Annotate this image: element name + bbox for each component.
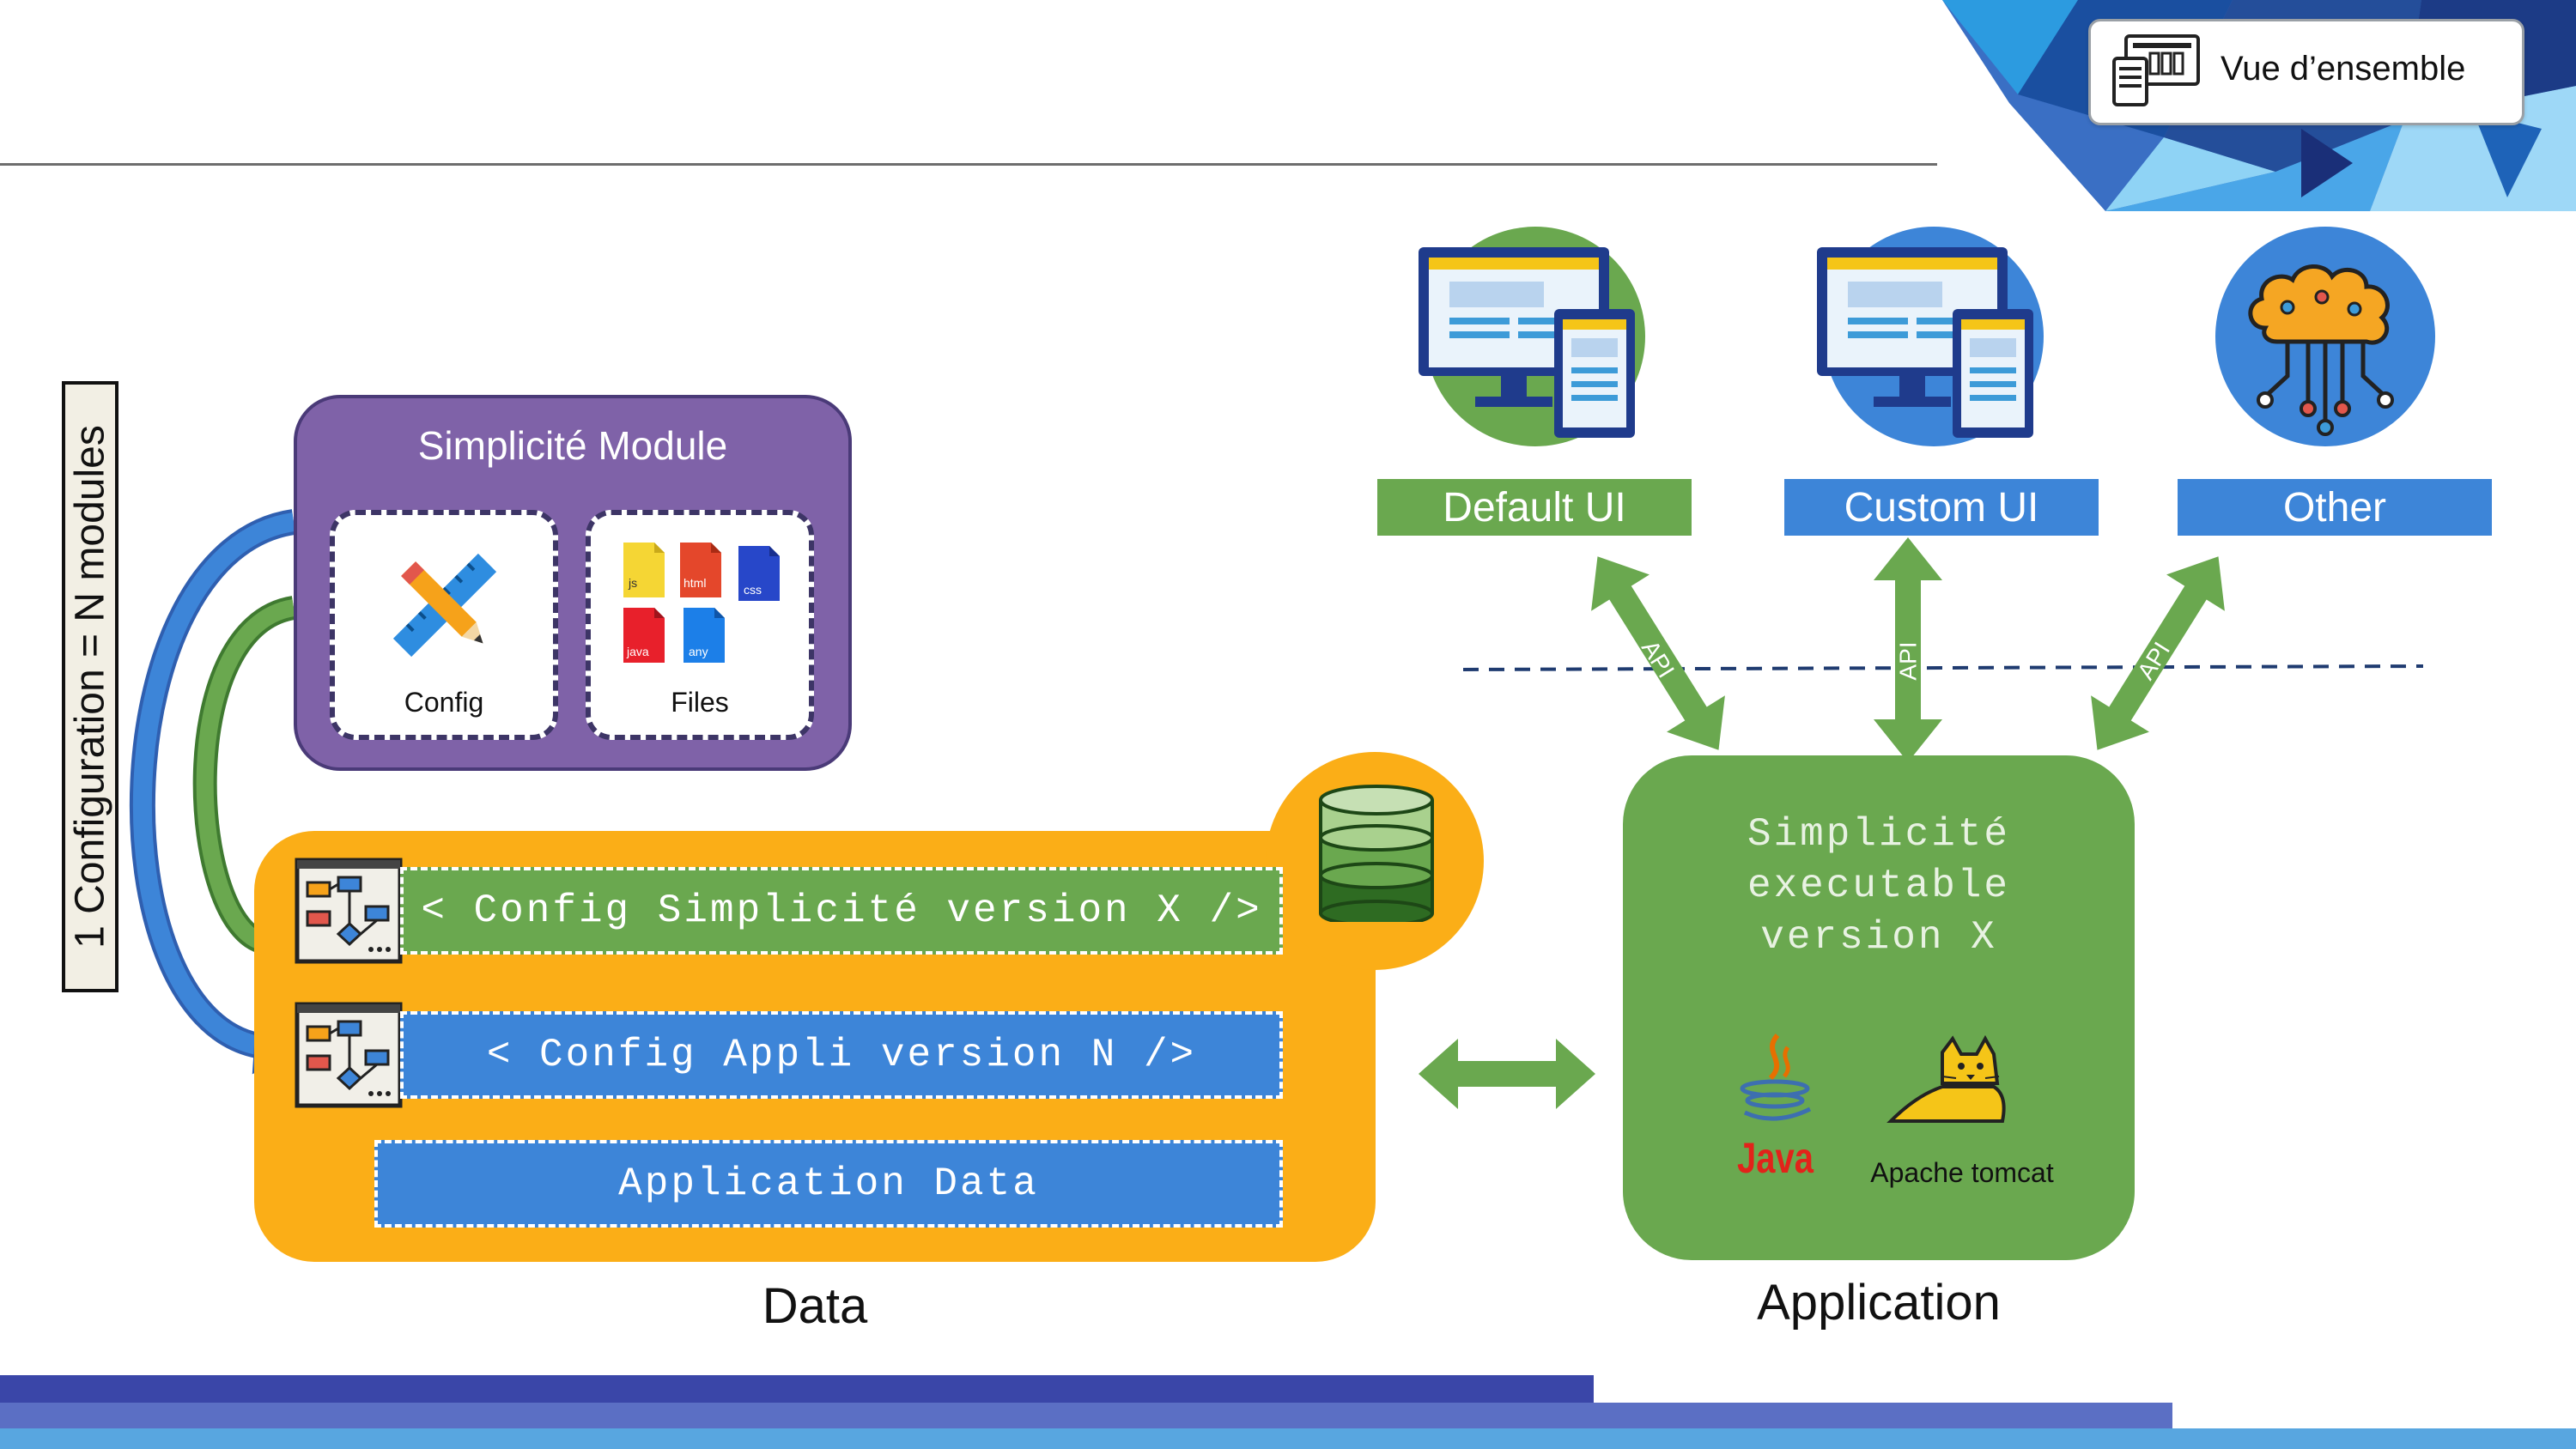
pencil-ruler-icon xyxy=(392,553,497,658)
other-button[interactable]: Other xyxy=(2178,479,2492,536)
data-app-double-arrow xyxy=(1419,1039,1595,1109)
tomcat-label: Apache tomcat xyxy=(1870,1157,2054,1188)
config-simplicite-row[interactable]: < Config Simplicité version X /> xyxy=(400,867,1283,955)
default-ui-button[interactable]: Default UI xyxy=(1377,479,1692,536)
file-any-label: any xyxy=(689,645,708,658)
application-area xyxy=(1623,755,2135,1260)
application-title: Simplicité executable version X xyxy=(1747,812,2011,960)
files-label: Files xyxy=(671,687,729,718)
custom-ui-button[interactable]: Custom UI xyxy=(1784,479,2099,536)
footer-bar-mid xyxy=(0,1403,2172,1428)
tomcat-logo-icon xyxy=(1886,1035,2006,1123)
file-js-label: js xyxy=(628,576,637,590)
api-label-2: API xyxy=(1894,641,1922,681)
overview-icon xyxy=(2112,34,2200,106)
application-caption: Application xyxy=(1757,1275,2001,1331)
desktop-green-icon xyxy=(1419,227,1645,446)
java-logo-icon xyxy=(1740,1033,1812,1121)
file-java-label: java xyxy=(626,645,649,658)
config-label: Config xyxy=(404,687,484,718)
side-label-box xyxy=(62,381,118,992)
file-html-label: html xyxy=(683,576,706,590)
database-icon xyxy=(1319,785,1434,922)
application-data-row[interactable]: Application Data xyxy=(374,1140,1283,1228)
api-arrow-other xyxy=(2091,556,2225,750)
header-divider xyxy=(0,163,1937,166)
desktop-blue-icon xyxy=(1817,227,2044,446)
footer-bar-light xyxy=(0,1428,2576,1449)
api-arrow-custom-ui xyxy=(1874,537,1942,762)
file-css-label: css xyxy=(744,583,762,597)
config-box[interactable] xyxy=(330,510,558,740)
module-title: Simplicité Module xyxy=(417,423,728,468)
ai-brain-icon xyxy=(2215,227,2435,446)
java-label: Java xyxy=(1737,1134,1814,1182)
data-caption: Data xyxy=(762,1278,868,1334)
flowchart-icon-2 xyxy=(295,1002,403,1108)
api-arrow-default-ui xyxy=(1591,556,1725,750)
config-appli-row[interactable]: < Config Appli version N /> xyxy=(400,1011,1283,1099)
overview-badge-label: Vue d’ensemble xyxy=(2221,50,2466,88)
files-icon: js html css java any xyxy=(623,543,780,663)
footer-bar-dark xyxy=(0,1375,1594,1403)
